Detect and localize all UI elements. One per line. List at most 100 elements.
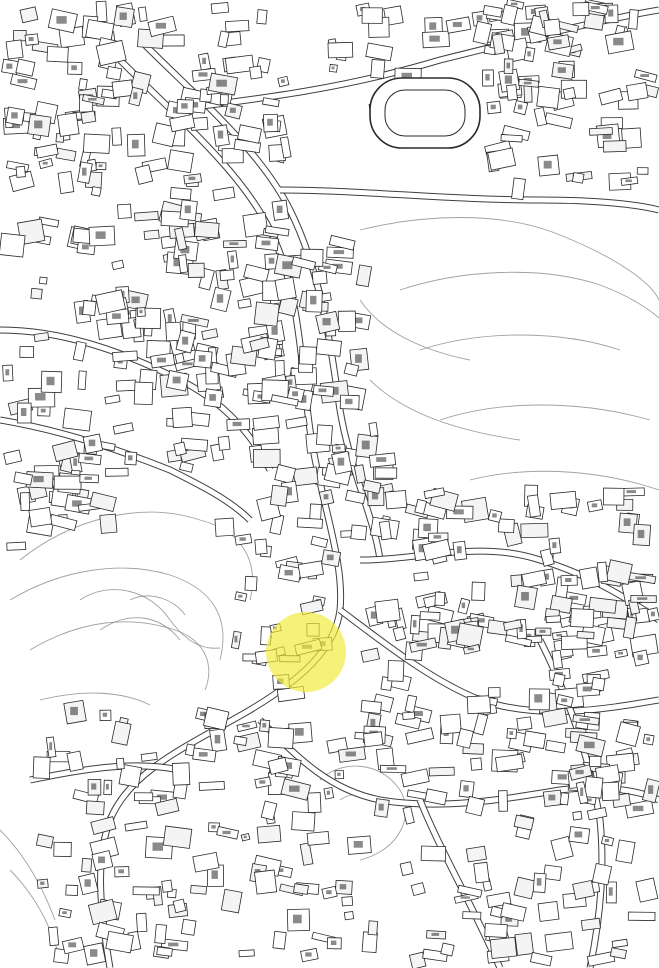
contour-line [319,765,407,861]
parcel [256,9,268,25]
parcel [90,816,117,835]
parcel [529,951,553,967]
building [575,769,584,775]
parcel [187,262,205,278]
parcel [299,842,314,866]
building [118,869,124,874]
building [167,314,172,322]
building [190,102,199,108]
building [504,75,512,84]
parcel [262,97,280,108]
contour-line [439,404,651,421]
parcel [626,82,649,102]
building [461,602,466,609]
parcel [327,41,354,59]
parcel [572,810,583,821]
building [289,785,300,792]
parcel [256,824,282,844]
parcel [87,898,118,926]
building [626,490,636,494]
parcel [456,728,474,749]
parcel [360,700,382,714]
building [505,917,513,922]
parcel [298,346,317,365]
parcel [543,18,561,37]
parcel [104,394,121,405]
parcel [5,39,24,60]
building [613,37,624,46]
parcel [560,635,588,650]
parcel [99,513,118,534]
parcel [269,484,289,507]
parcel [169,186,192,201]
road-surface [0,417,252,522]
building [463,785,469,792]
parcel [503,619,523,632]
parcel [402,711,416,720]
building [485,74,490,81]
parcel [132,886,160,896]
parcel [621,127,642,149]
parcel [491,33,506,55]
parcel [439,713,462,735]
parcel [267,756,289,775]
building [310,295,317,305]
contour-line [19,511,253,601]
parcel [95,39,127,67]
building [102,712,108,717]
parcel [514,932,534,956]
parcel [94,289,126,315]
building [556,633,563,637]
building [506,62,510,69]
building [229,107,236,113]
parcel [498,790,508,812]
building [72,500,82,507]
parcel [457,884,483,898]
parcel [400,768,430,788]
building [286,487,292,496]
parcel [384,490,408,510]
parcel [133,381,154,406]
building [650,611,655,617]
building [98,164,103,168]
parcel [46,46,69,63]
building [433,535,442,539]
building [82,244,89,250]
parcel [272,930,287,950]
contour-line [359,217,659,301]
parcel [537,901,560,922]
parcel [38,276,48,285]
parcel [254,538,268,555]
building [416,642,427,647]
parcel [520,522,549,539]
parcel [133,792,154,802]
building [293,914,302,924]
parcel [105,930,134,954]
parcel [551,649,563,670]
building [128,455,133,461]
parcel [488,687,501,698]
parcel [494,753,524,773]
building [557,774,567,780]
building [587,798,592,802]
parcel [419,611,441,621]
parcel [586,806,608,821]
building [222,830,231,835]
building [202,57,206,64]
contour-line [0,829,56,921]
parcel [0,232,26,258]
stadium-field [384,89,466,137]
parcel [178,254,189,274]
parcel [80,110,97,124]
parcel [32,756,51,779]
parcel [180,918,197,936]
parcel [219,269,235,282]
building [40,881,45,885]
building [521,27,532,36]
parcel [57,171,75,194]
building [119,12,127,20]
highlighted-area-marker[interactable] [266,612,346,692]
parcel [343,911,355,921]
